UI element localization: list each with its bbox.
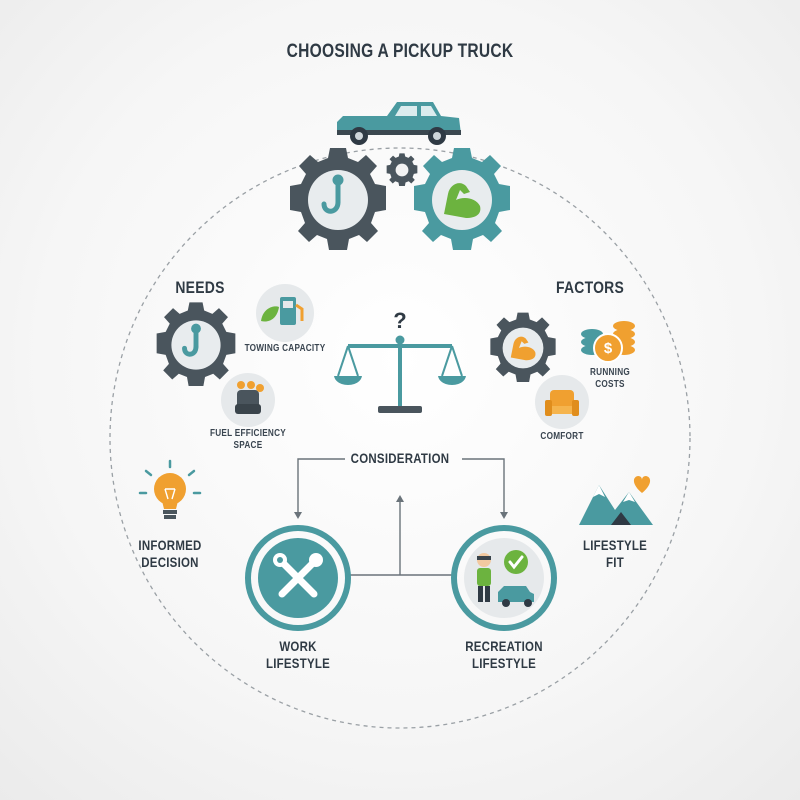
informed-decision-label-2: DECISION xyxy=(141,554,199,570)
hook-icon xyxy=(182,323,201,357)
gear-icon xyxy=(156,302,236,386)
svg-text:$: $ xyxy=(604,340,613,357)
pickup-truck-icon xyxy=(337,102,461,145)
outer-dashed-circle xyxy=(109,147,691,729)
checkmark-icon xyxy=(504,550,528,574)
factors-heading: FACTORS xyxy=(555,278,625,297)
work-lifestyle-icon xyxy=(245,525,351,631)
towing-capacity-label: TOWING CAPACITY xyxy=(244,343,326,354)
gear-icon xyxy=(290,148,386,250)
fuel-efficiency-label: FUEL EFFICIENCY xyxy=(210,428,286,439)
recreation-lifestyle-label-1: RECREATION xyxy=(465,638,543,654)
needs-heading: NEEDS xyxy=(175,278,225,297)
gear-icon xyxy=(386,153,418,186)
coins-icon: $ xyxy=(581,321,635,363)
page-title: CHOOSING A PICKUP TRUCK xyxy=(286,41,514,62)
mountains-icon xyxy=(579,485,653,525)
lightbulb-icon xyxy=(138,459,202,519)
space-label: SPACE xyxy=(233,440,263,451)
recreation-lifestyle-icon xyxy=(451,525,557,631)
gear-icon xyxy=(414,148,510,250)
recreation-lifestyle-label-2: LIFESTYLE xyxy=(471,655,537,671)
fuel-pump-icon xyxy=(256,284,314,342)
heart-icon xyxy=(633,476,651,493)
gear-icon xyxy=(490,312,556,382)
wrench-icon xyxy=(278,558,318,598)
work-lifestyle-label-2: LIFESTYLE xyxy=(265,655,331,671)
arrow-heads xyxy=(294,495,508,519)
person-icon xyxy=(477,553,491,602)
hook-icon xyxy=(321,174,344,214)
leaf-icon xyxy=(261,306,279,322)
balance-scale-icon xyxy=(334,335,466,413)
consideration-label: CONSIDERATION xyxy=(350,450,450,466)
muscle-arm-icon xyxy=(444,183,481,218)
armchair-icon xyxy=(535,375,589,429)
informed-decision-label-1: INFORMED xyxy=(138,537,202,553)
question-mark: ? xyxy=(393,308,406,333)
running-costs-label-1: RUNNING xyxy=(589,367,630,378)
lifestyle-fit-label-1: LIFESTYLE xyxy=(582,537,648,553)
lifestyle-fit-label-2: FIT xyxy=(606,554,624,570)
work-lifestyle-label-1: WORK xyxy=(279,638,317,654)
running-costs-label-2: COSTS xyxy=(595,379,625,390)
muscle-arm-icon xyxy=(510,336,536,361)
consideration-arrows xyxy=(297,458,505,576)
car-seat-icon xyxy=(221,373,275,427)
comfort-label: COMFORT xyxy=(540,431,584,442)
